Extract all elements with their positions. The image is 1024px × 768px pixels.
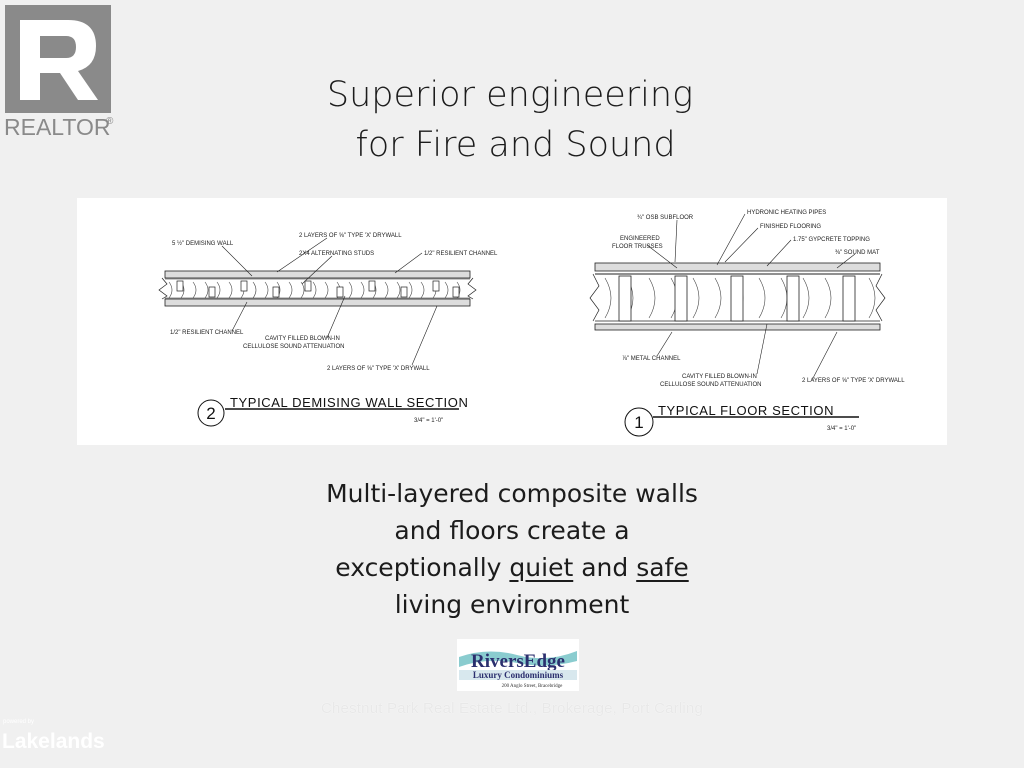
description-line-3: exceptionally quiet and safe	[335, 553, 689, 582]
description-text: Multi-layered composite walls and floors…	[300, 475, 724, 623]
wall-section-title: TYPICAL DEMISING WALL SECTION	[230, 395, 468, 410]
floor-label-cavity-2: CELLULOSE SOUND ATTENUATION	[660, 382, 761, 388]
floor-label-flooring: FINISHED FLOORING	[760, 224, 821, 230]
description-line-1: Multi-layered composite walls	[326, 479, 698, 508]
wall-label-demising: 5 ½" DEMISING WALL	[172, 240, 234, 247]
riversedge-address: 200 Anglo Street, Bracebridge	[502, 684, 564, 689]
word-safe: safe	[636, 553, 689, 582]
floor-label-topping: 1.75" GYPCRETE TOPPING	[793, 237, 870, 243]
lakelands-name: Lakelands	[2, 730, 105, 753]
floor-section-drawing: ¾" OSB SUBFLOOR HYDRONIC HEATING PIPES F…	[589, 210, 905, 437]
floor-label-cavity-1: CAVITY FILLED BLOWN-IN	[682, 374, 757, 380]
floor-label-drywall: 2 LAYERS OF ⅝" TYPE 'X' DRYWALL	[802, 378, 905, 384]
wall-section-number: 2	[206, 404, 215, 423]
riversedge-name: RiversEdge	[471, 651, 565, 672]
wall-section-scale: 3/4" = 1'-0"	[414, 418, 443, 424]
realtor-logo: REALTOR ®	[0, 0, 120, 142]
page-heading: Superior engineering for Fire and Sound	[290, 70, 730, 170]
floor-section-title: TYPICAL FLOOR SECTION	[658, 403, 834, 418]
realtor-logo-text: REALTOR	[4, 114, 111, 140]
svg-text:powered by: powered by	[3, 719, 34, 725]
wall-label-studs: 2X4 ALTERNATING STUDS	[299, 251, 374, 257]
wall-section-drawing: 5 ½" DEMISING WALL 2 LAYERS OF ⅝" TYPE '…	[158, 233, 498, 427]
wall-label-cavity-2: CELLULOSE SOUND ATTENUATION	[243, 344, 344, 350]
svg-text:®: ®	[106, 116, 114, 127]
heading-line-1: Superior engineering	[326, 75, 694, 115]
wall-label-drywall-top: 2 LAYERS OF ⅝" TYPE 'X' DRYWALL	[299, 233, 402, 239]
floor-label-sound-mat: ⅜" SOUND MAT	[835, 250, 880, 256]
floor-label-metal-channel: ⅞" METAL CHANNEL	[622, 356, 681, 362]
wall-label-cavity-1: CAVITY FILLED BLOWN-IN	[265, 336, 340, 342]
brokerage-watermark: Chestnut Park Real Estate Ltd., Brokerag…	[320, 700, 703, 717]
lakelands-logo: powered by Lakelands	[2, 719, 105, 753]
section-drawings: 5 ½" DEMISING WALL 2 LAYERS OF ⅝" TYPE '…	[77, 198, 947, 445]
description-line-4: living environment	[394, 590, 630, 619]
riversedge-logo: RiversEdge Luxury Condominiums 200 Anglo…	[457, 639, 579, 691]
floor-section-scale: 3/4" = 1'-0"	[827, 426, 856, 432]
word-quiet: quiet	[509, 553, 574, 582]
wall-label-resilient-bottom: 1/2" RESILIENT CHANNEL	[170, 330, 244, 336]
description-line-2: and floors create a	[394, 516, 630, 545]
floor-section-number: 1	[634, 413, 643, 432]
wall-label-drywall-bottom: 2 LAYERS OF ⅝" TYPE 'X' DRYWALL	[327, 366, 430, 372]
floor-label-subfloor: ¾" OSB SUBFLOOR	[637, 215, 694, 221]
riversedge-tagline: Luxury Condominiums	[473, 670, 564, 680]
floor-label-heating: HYDRONIC HEATING PIPES	[747, 210, 826, 216]
floor-label-trusses-1: ENGINEERED	[620, 236, 660, 242]
floor-label-trusses-2: FLOOR TRUSSES	[612, 244, 663, 250]
heading-line-2: for Fire and Sound	[344, 125, 676, 165]
wall-label-resilient-top: 1/2" RESILIENT CHANNEL	[424, 251, 498, 257]
